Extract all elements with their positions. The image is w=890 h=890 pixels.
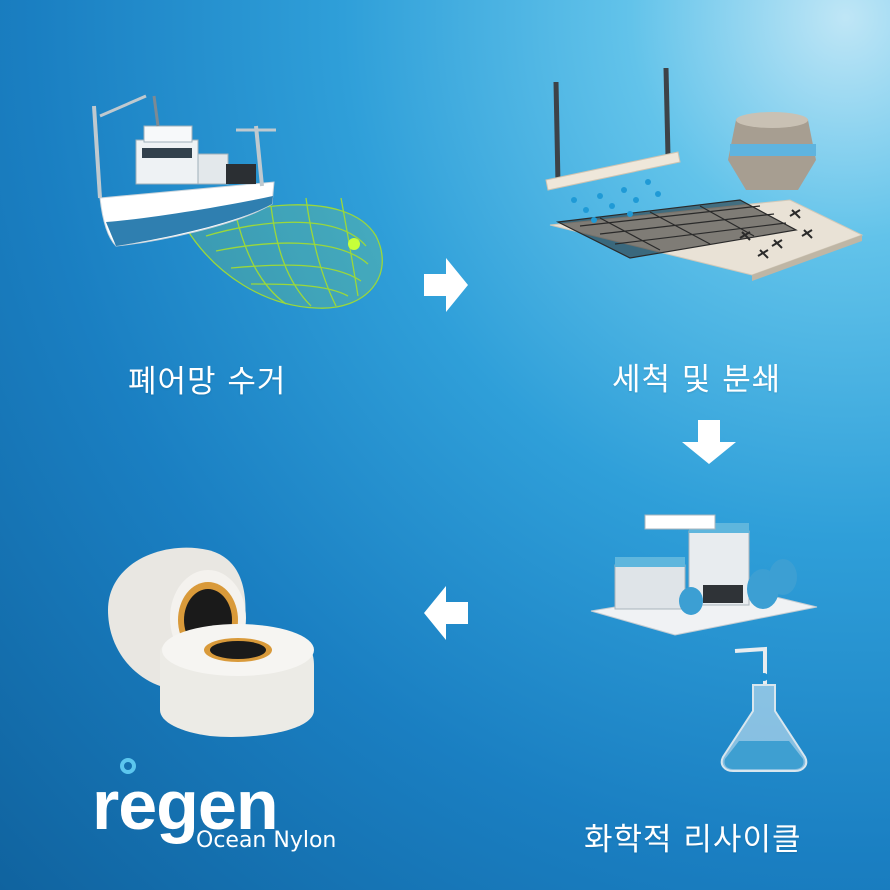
logo-wordmark: regen (92, 766, 279, 844)
left-arrow-icon (424, 586, 468, 640)
fishing-boat-with-net-icon (92, 94, 383, 309)
down-arrow-icon (682, 420, 736, 464)
right-arrow-icon (424, 258, 468, 312)
net (185, 197, 383, 309)
chemical-plant-with-flask-icon (590, 514, 818, 772)
water-drops (571, 179, 661, 223)
shredded-net-mesh (555, 199, 798, 259)
step-label-chemical-recycling: 화학적 리사이클 (584, 822, 802, 858)
step-label-collection: 폐어망 수거 (128, 364, 287, 400)
nylon-yarn-spools-icon (108, 547, 314, 737)
washing-and-shredding-icon (545, 67, 864, 281)
logo-dot-icon (120, 758, 136, 774)
logo-subtitle: Ocean Nylon (196, 828, 337, 853)
step-label-washing: 세척 및 분쇄 (612, 362, 782, 398)
